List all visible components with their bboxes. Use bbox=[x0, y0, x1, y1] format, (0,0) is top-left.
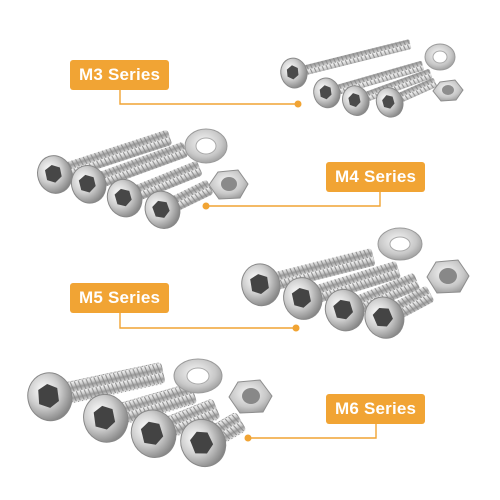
socket-head-bolt-icon bbox=[70, 142, 188, 204]
m3-leader bbox=[119, 90, 296, 105]
socket-head-bolt-icon bbox=[375, 78, 437, 118]
m4-bolt-group bbox=[37, 128, 249, 229]
socket-head-bolt-icon bbox=[180, 412, 246, 468]
socket-head-bolt-icon bbox=[130, 399, 220, 458]
socket-head-bolt-icon bbox=[83, 383, 197, 443]
m4-series-label: M4 Series bbox=[326, 162, 426, 192]
m6-bolt-group bbox=[27, 358, 273, 468]
socket-head-bolt-icon bbox=[283, 261, 401, 320]
hex-nut-icon bbox=[208, 169, 249, 200]
leader-lines bbox=[119, 90, 381, 442]
socket-head-bolt-icon bbox=[280, 39, 412, 89]
m6-leader bbox=[250, 424, 377, 439]
m3-leader-dot bbox=[294, 100, 302, 108]
hex-nut-icon bbox=[432, 79, 464, 102]
m3-series-label: M3 Series bbox=[70, 60, 170, 90]
socket-head-bolt-icon bbox=[342, 69, 433, 116]
flat-washer-icon bbox=[424, 43, 456, 71]
m5-series-label: M5 Series bbox=[70, 283, 170, 313]
flat-washer-icon bbox=[377, 227, 423, 261]
flat-washer-icon bbox=[184, 128, 228, 164]
m5-leader bbox=[119, 313, 294, 329]
socket-head-bolt-icon bbox=[106, 161, 202, 218]
m4-leader-dot bbox=[202, 202, 210, 210]
m6-series-label: M6 Series bbox=[326, 394, 426, 424]
hex-nut-icon bbox=[426, 259, 470, 294]
socket-head-bolt-icon bbox=[324, 273, 420, 332]
m6-leader-dot bbox=[244, 434, 252, 442]
hex-nut-icon bbox=[228, 379, 273, 414]
m5-bolt-group bbox=[241, 227, 470, 339]
m4-leader bbox=[208, 192, 381, 207]
socket-head-bolt-icon bbox=[144, 180, 213, 229]
flat-washer-icon bbox=[173, 358, 223, 394]
m3-bolt-group bbox=[280, 39, 464, 118]
socket-head-bolt-icon bbox=[364, 286, 434, 339]
m5-leader-dot bbox=[292, 324, 300, 332]
socket-head-bolt-icon bbox=[27, 362, 165, 422]
